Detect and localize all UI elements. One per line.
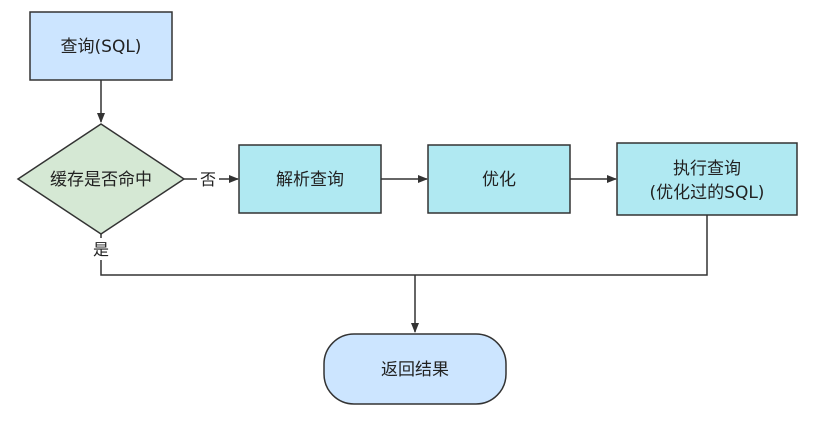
- node-optimize-label: 优化: [482, 170, 516, 190]
- edge-no-label: 否: [200, 170, 216, 189]
- edge-yes-label-bg: [90, 238, 112, 260]
- node-result: 返回结果: [323, 333, 507, 405]
- node-execute-label-line2: (优化过的SQL): [650, 183, 765, 203]
- node-execute-box: [616, 142, 798, 216]
- node-cache-check: 缓存是否命中: [16, 123, 186, 235]
- edge-cache-yes-path: [100, 234, 415, 276]
- node-result-box: [323, 333, 507, 405]
- node-query: 查询(SQL): [29, 11, 173, 81]
- node-parse-label: 解析查询: [276, 170, 344, 190]
- node-query-box: [29, 11, 173, 81]
- node-query-label: 查询(SQL): [61, 37, 142, 57]
- edge-yes-label: 是: [93, 240, 109, 259]
- node-optimize: 优化: [427, 144, 571, 214]
- node-execute-label-line1: 执行查询: [673, 159, 741, 179]
- node-result-label: 返回结果: [381, 360, 449, 380]
- node-optimize-box: [427, 144, 571, 214]
- edge-no-label-bg: [197, 168, 219, 190]
- node-parse-box: [238, 144, 382, 214]
- edge-execute-to-junction: [415, 215, 708, 276]
- node-execute: 执行查询 (优化过的SQL): [616, 142, 798, 216]
- node-parse: 解析查询: [238, 144, 382, 214]
- node-cache-check-label: 缓存是否命中: [50, 170, 152, 190]
